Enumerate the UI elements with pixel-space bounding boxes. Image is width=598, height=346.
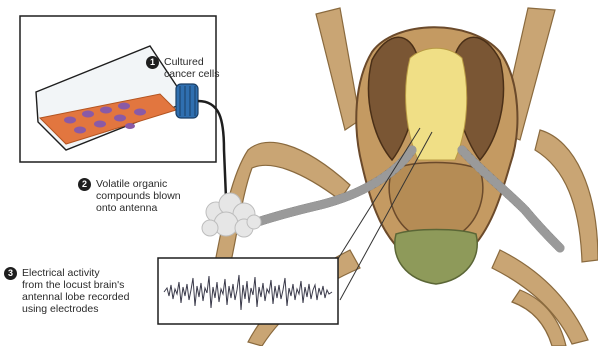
- step-badge-1: 1: [146, 56, 159, 69]
- step-badge-3: 3: [4, 267, 17, 280]
- callout-text-1: Cultured cancer cells: [164, 56, 219, 80]
- callout-text-2: Volatile organic compounds blown onto an…: [96, 178, 181, 214]
- locust-face: [406, 48, 467, 160]
- locust-labrum: [395, 230, 477, 285]
- callout-electrical-activity: 3 Electrical activity from the locust br…: [4, 267, 174, 315]
- locust-right-mid-leg: [492, 250, 588, 344]
- step-badge-2: 2: [78, 178, 91, 191]
- flask-cap: [176, 84, 198, 118]
- locust-left-rear-leg: [316, 8, 360, 130]
- locust-mouthparts: [389, 163, 483, 233]
- locust-right-front-leg: [535, 130, 598, 262]
- locust-head: [356, 27, 517, 284]
- callout-volatile-compounds: 2 Volatile organic compounds blown onto …: [78, 178, 228, 214]
- callout-cultured-cells: 1 Cultured cancer cells: [146, 56, 256, 80]
- callout-text-3: Electrical activity from the locust brai…: [22, 267, 129, 315]
